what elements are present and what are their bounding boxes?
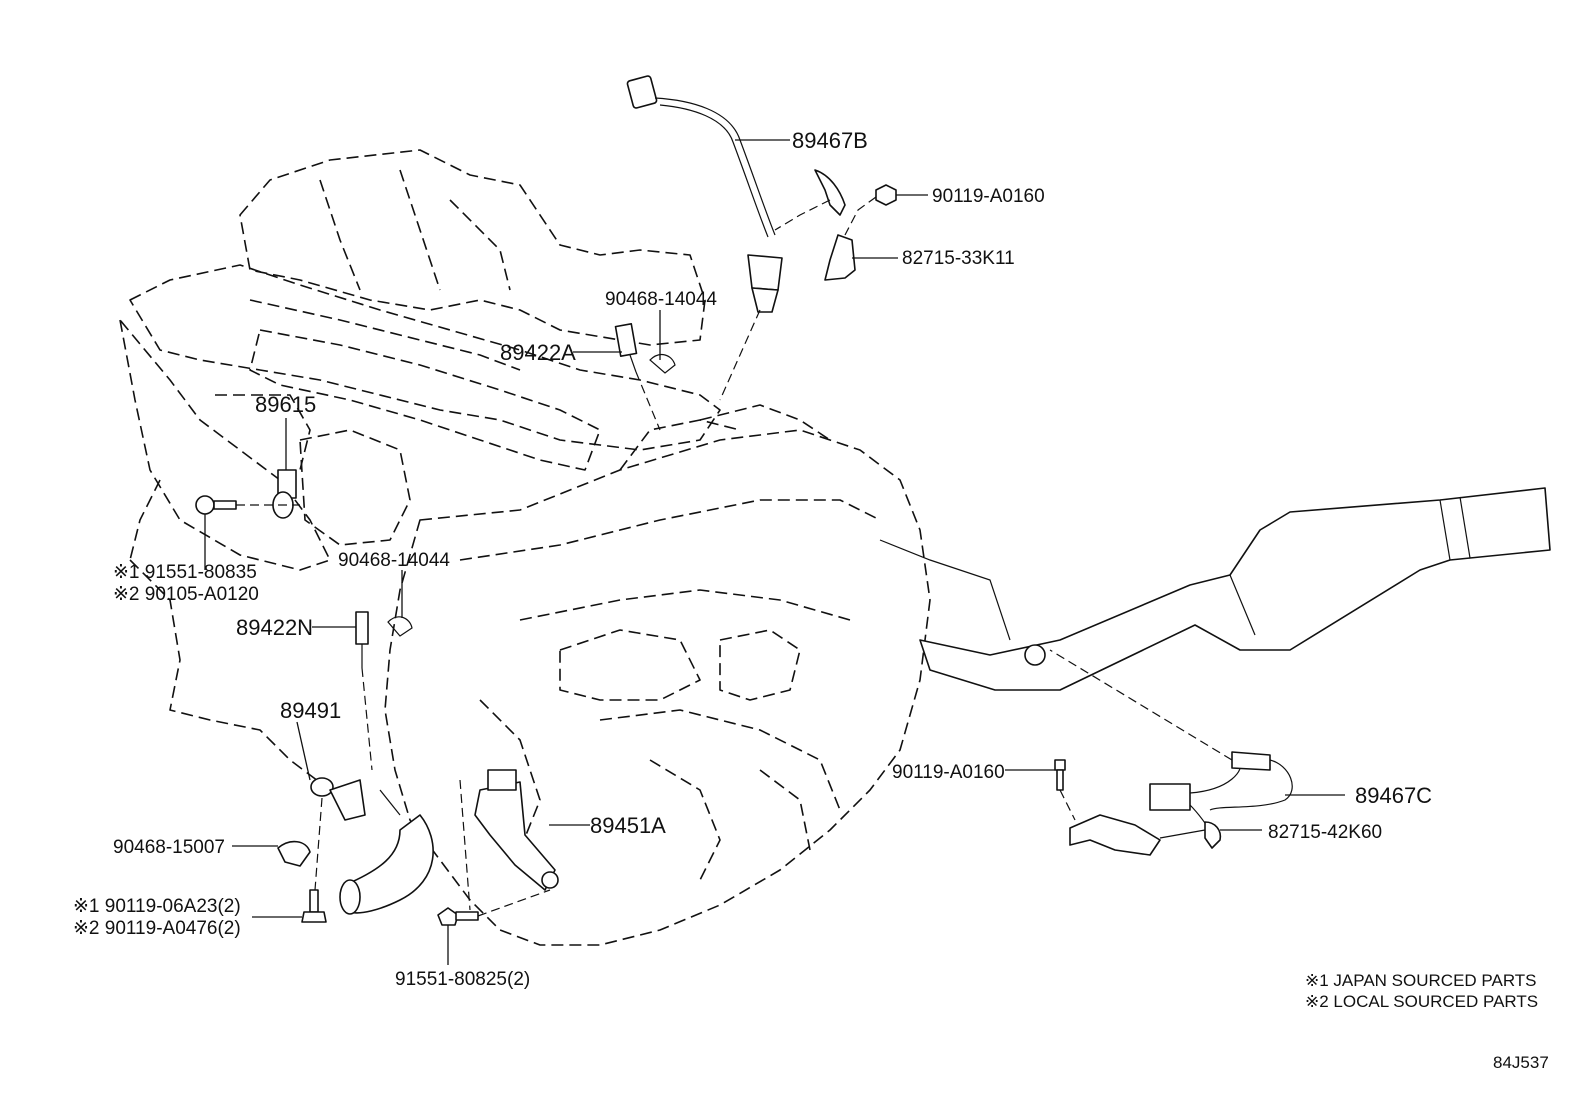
reference-lines bbox=[236, 196, 1233, 917]
bolt-90119-a0160-right[interactable] bbox=[1054, 759, 1066, 791]
clip-90468-14044-mid[interactable] bbox=[387, 616, 413, 637]
label-90105-a0120[interactable]: ※2 90105-A0120 bbox=[113, 584, 259, 605]
label-90119-a0160-right[interactable]: 90119-A0160 bbox=[892, 762, 1005, 783]
label-91551-80825[interactable]: 91551-80825(2) bbox=[395, 969, 530, 990]
speed-sensor-89491[interactable] bbox=[310, 777, 366, 821]
label-90119-a0476[interactable]: ※2 90119-A0476(2) bbox=[73, 918, 241, 939]
engine-illustration bbox=[119, 149, 931, 946]
bracket-82715-42k60[interactable] bbox=[1069, 814, 1222, 856]
diagram-code: 84J537 bbox=[1493, 1053, 1549, 1072]
bolt-91551-80835[interactable] bbox=[195, 495, 237, 515]
label-89451a[interactable]: 89451A bbox=[590, 813, 666, 838]
oxygen-sensor-89467b[interactable] bbox=[626, 75, 783, 313]
clip-90468-15007[interactable] bbox=[277, 840, 311, 867]
label-89491[interactable]: 89491 bbox=[280, 698, 341, 723]
bolt-90119-06a23[interactable] bbox=[301, 889, 327, 923]
label-82715-42k60[interactable]: 82715-42K60 bbox=[1268, 822, 1382, 843]
label-89422n[interactable]: 89422N bbox=[236, 615, 313, 640]
label-90468-14044-mid[interactable]: 90468-14044 bbox=[338, 550, 450, 571]
neutral-switch-89451a[interactable] bbox=[474, 769, 559, 891]
label-89467b[interactable]: 89467B bbox=[792, 128, 868, 153]
note-japan-sourced: ※1 JAPAN SOURCED PARTS bbox=[1305, 971, 1537, 990]
exhaust-pipe bbox=[879, 487, 1551, 691]
sensor-89422n[interactable] bbox=[355, 611, 369, 668]
legend-notes: ※1 JAPAN SOURCED PARTS ※2 LOCAL SOURCED … bbox=[1305, 971, 1538, 1011]
sensor-89422a[interactable] bbox=[614, 323, 638, 373]
oxygen-sensor-89467c[interactable] bbox=[1149, 751, 1293, 839]
bracket-82715-33k11[interactable] bbox=[814, 169, 856, 281]
label-89467c[interactable]: 89467C bbox=[1355, 783, 1432, 808]
label-82715-33k11[interactable]: 82715-33K11 bbox=[902, 248, 1015, 269]
leader-lines bbox=[204, 139, 1345, 965]
label-90119-a0160-top[interactable]: 90119-A0160 bbox=[932, 186, 1045, 207]
label-90119-06a23[interactable]: ※1 90119-06A23(2) bbox=[73, 896, 241, 917]
label-90468-15007[interactable]: 90468-15007 bbox=[113, 837, 225, 858]
label-89615[interactable]: 89615 bbox=[255, 392, 316, 417]
clip-90468-14044-top[interactable] bbox=[649, 353, 676, 374]
note-local-sourced: ※2 LOCAL SOURCED PARTS bbox=[1305, 992, 1538, 1011]
label-89422a[interactable]: 89422A bbox=[500, 340, 576, 365]
label-91551-80835[interactable]: ※1 91551-80835 bbox=[113, 562, 257, 583]
bolt-91551-80825[interactable] bbox=[437, 907, 479, 926]
part-labels: 89467B 90119-A0160 82715-33K11 90468-140… bbox=[73, 128, 1432, 990]
label-90468-14044-top[interactable]: 90468-14044 bbox=[605, 289, 717, 310]
bolt-90119-a0160-top[interactable] bbox=[875, 184, 897, 206]
